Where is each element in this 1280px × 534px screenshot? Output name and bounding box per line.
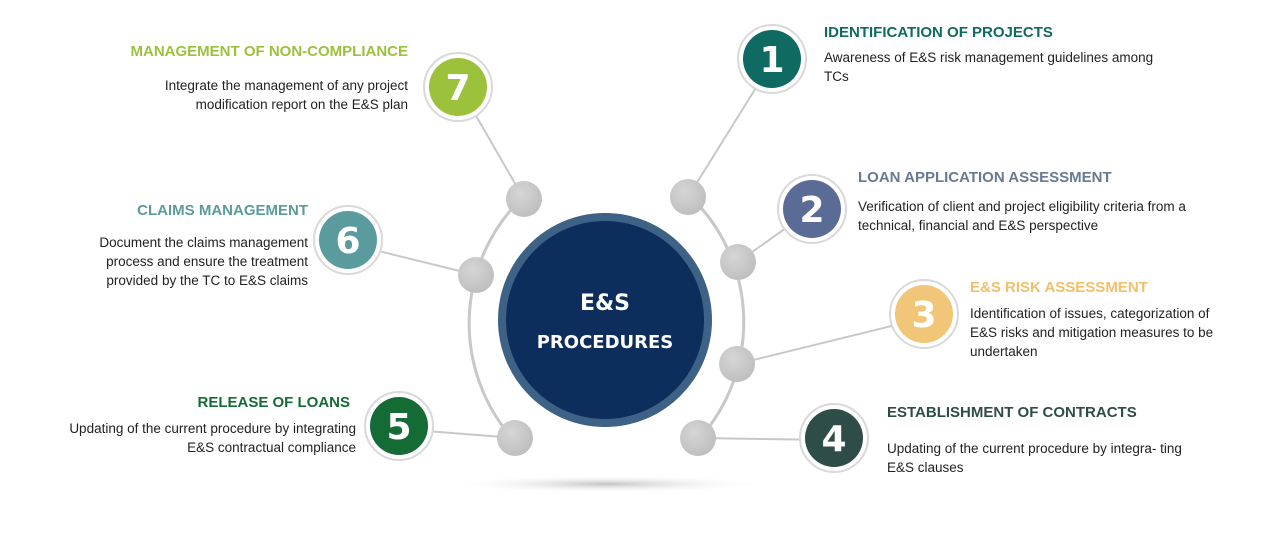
step-title-7: MANAGEMENT OF NON-COMPLIANCE: [130, 43, 409, 60]
floor-shadow: [447, 475, 767, 493]
badge-number-5: 5: [386, 407, 411, 448]
step-title-2: LOAN APPLICATION ASSESSMENT: [858, 169, 1112, 186]
step-badge-4: 4: [799, 403, 869, 473]
left-arc: [467, 198, 522, 439]
connector-node: [720, 244, 756, 280]
connector-nodes: [458, 179, 756, 456]
badge-number-4: 4: [821, 419, 846, 460]
step-title-1: IDENTIFICATION OF PROJECTS: [824, 24, 1053, 41]
step-badge-3: 3: [889, 279, 959, 349]
step-badge-1: 1: [737, 24, 807, 94]
step-title-5: RELEASE OF LOANS: [197, 394, 350, 411]
connector-node: [506, 181, 542, 217]
step-badge-5: 5: [364, 391, 434, 461]
connector-node: [680, 420, 716, 456]
step-desc-2: Verification of client and project eligi…: [858, 199, 1186, 233]
step-title-3: E&S RISK ASSESSMENT: [970, 279, 1148, 296]
center-line2: PROCEDURES: [537, 332, 674, 353]
center-hub: E&S PROCEDURES: [498, 213, 712, 427]
step-title-4: ESTABLISHMENT OF CONTRACTS: [887, 404, 1137, 421]
step-desc-7: Integrate the management of any project …: [164, 78, 408, 112]
step-badge-2: 2: [777, 174, 847, 244]
connector-node: [458, 257, 494, 293]
step-desc-1: Awareness of E&S risk management guideli…: [824, 50, 1154, 84]
badge-number-3: 3: [911, 295, 936, 336]
center-line1: E&S: [580, 291, 630, 316]
badge-number-1: 1: [759, 40, 784, 81]
connector-node: [497, 420, 533, 456]
connector-node: [670, 179, 706, 215]
badge-number-7: 7: [445, 68, 470, 109]
badge-number-2: 2: [799, 190, 824, 231]
right-arc: [690, 196, 746, 439]
step-badge-6: 6: [313, 205, 383, 275]
step-title-6: CLAIMS MANAGEMENT: [137, 202, 308, 219]
step-desc-4: Updating of the current procedure by int…: [887, 441, 1182, 475]
badge-number-6: 6: [335, 221, 360, 262]
step-desc-6: Document the claims management process a…: [99, 235, 308, 288]
connector-node: [719, 346, 755, 382]
step-desc-5: Updating of the current procedure by int…: [69, 421, 356, 455]
step-desc-3: Identification of issues, categorization…: [970, 306, 1214, 359]
step-badge-7: 7: [423, 52, 493, 122]
